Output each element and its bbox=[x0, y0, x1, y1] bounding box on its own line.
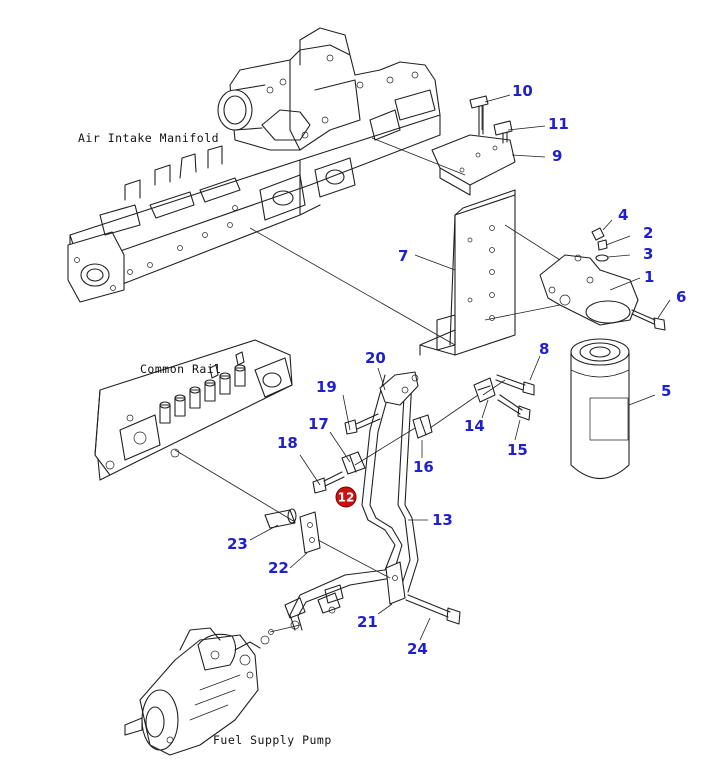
callout-23[interactable]: 23 bbox=[227, 535, 248, 553]
callout-6[interactable]: 6 bbox=[676, 288, 686, 306]
callout-17[interactable]: 17 bbox=[308, 415, 329, 433]
filter-head-drawing bbox=[539, 227, 666, 331]
callout-14[interactable]: 14 bbox=[464, 417, 485, 435]
callout-8[interactable]: 8 bbox=[539, 340, 549, 358]
callout-12-marker[interactable]: 12 bbox=[335, 486, 357, 508]
fuel-filter-drawing bbox=[570, 338, 630, 479]
fuel-supply-pump-drawing bbox=[124, 627, 274, 756]
air-intake-manifold-drawing bbox=[67, 27, 441, 303]
air-intake-manifold-label: Air Intake Manifold bbox=[78, 131, 219, 145]
assembly-center-lines bbox=[174, 105, 561, 633]
callout-10[interactable]: 10 bbox=[512, 82, 533, 100]
callout-leaders bbox=[249, 94, 671, 641]
callout-22[interactable]: 22 bbox=[268, 559, 289, 577]
fuel-supply-pump-label: Fuel Supply Pump bbox=[213, 733, 332, 747]
callout-24[interactable]: 24 bbox=[407, 640, 428, 658]
callout-19[interactable]: 19 bbox=[316, 378, 337, 396]
clamps-bolts-drawing bbox=[264, 371, 535, 625]
callout-9[interactable]: 9 bbox=[552, 147, 562, 165]
callout-4[interactable]: 4 bbox=[618, 206, 628, 224]
callout-13[interactable]: 13 bbox=[432, 511, 453, 529]
callout-1[interactable]: 1 bbox=[644, 268, 654, 286]
callout-20[interactable]: 20 bbox=[365, 349, 386, 367]
callout-2[interactable]: 2 bbox=[643, 224, 653, 242]
callout-21[interactable]: 21 bbox=[357, 613, 378, 631]
callout-3[interactable]: 3 bbox=[643, 245, 653, 263]
callout-18[interactable]: 18 bbox=[277, 434, 298, 452]
callout-5[interactable]: 5 bbox=[661, 382, 671, 400]
callout-15[interactable]: 15 bbox=[507, 441, 528, 459]
callout-12: 12 bbox=[338, 491, 355, 505]
callout-7[interactable]: 7 bbox=[398, 247, 408, 265]
callout-11[interactable]: 11 bbox=[548, 115, 569, 133]
common-rail-drawing bbox=[94, 339, 293, 481]
callout-16[interactable]: 16 bbox=[413, 458, 434, 476]
common-rail-label: Common Rail bbox=[140, 362, 222, 376]
bracket-assembly-drawing bbox=[419, 95, 516, 356]
